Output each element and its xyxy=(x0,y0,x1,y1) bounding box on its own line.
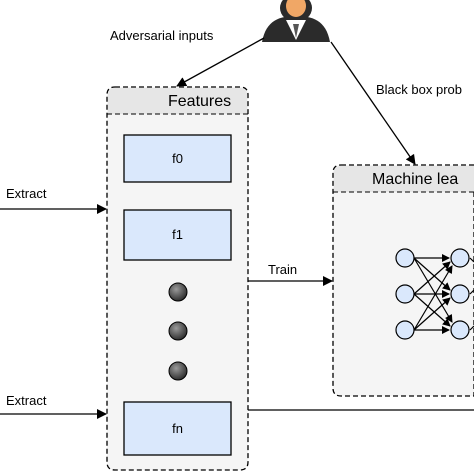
feature-label-f1: f1 xyxy=(172,227,183,242)
neuron xyxy=(450,248,470,268)
neuron xyxy=(395,284,415,304)
feature-box-f0 xyxy=(123,134,232,183)
ellipsis-dot xyxy=(168,321,188,341)
ellipsis-dot xyxy=(168,282,188,302)
feature-label-f0: f0 xyxy=(172,151,183,166)
features-title: Features xyxy=(168,93,232,110)
ml-panel-title: Machine lea xyxy=(372,171,459,188)
train-label: Train xyxy=(268,262,298,277)
neuron xyxy=(395,248,415,268)
black-box-probe-label: Black box prob xyxy=(376,82,462,97)
ml-panel xyxy=(332,164,474,397)
ellipsis-dot xyxy=(168,361,188,381)
black-box-probe-arrow xyxy=(330,41,416,165)
extract-top-label: Extract xyxy=(6,186,47,201)
neuron xyxy=(450,284,470,304)
feature-box-fn xyxy=(123,401,232,456)
neuron xyxy=(395,320,415,340)
adversarial-inputs-label: Adversarial inputs xyxy=(110,28,214,43)
neuron xyxy=(450,320,470,340)
neural-network-icon xyxy=(395,248,474,340)
features-panel xyxy=(106,86,249,471)
feature-label-fn: fn xyxy=(172,421,183,436)
extract-bottom-label: Extract xyxy=(6,393,47,408)
feature-box-f1 xyxy=(123,209,232,261)
adversary-icon xyxy=(262,0,330,42)
adversarial-inputs-arrow xyxy=(176,37,265,87)
